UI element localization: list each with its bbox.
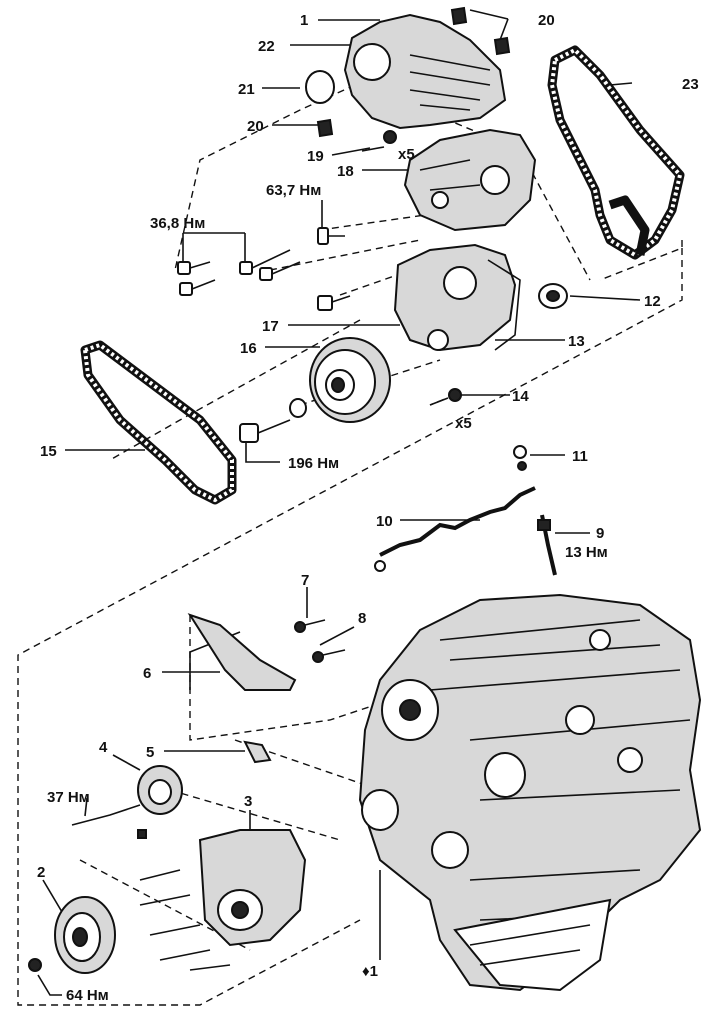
callout-20-top: 20 <box>538 12 555 29</box>
callout-17: 17 <box>262 318 279 335</box>
callout-3: 3 <box>244 793 252 810</box>
callout-14-qty: x5 <box>455 415 472 432</box>
clip-20-top <box>450 6 468 26</box>
water-pump-3 <box>139 829 307 971</box>
callout-15: 15 <box>40 443 57 460</box>
bolt-7 <box>294 621 306 633</box>
bolt-5 <box>243 740 272 764</box>
crankshaft-pulley-16 <box>239 337 462 443</box>
timing-belt-23 <box>547 45 685 260</box>
tensioner-4 <box>71 765 183 839</box>
callout-18: 18 <box>337 163 354 180</box>
v-belt-15 <box>80 340 237 505</box>
callout-19-qty: x5 <box>398 146 415 163</box>
torque-64: 64 Нм <box>66 987 109 1004</box>
callout-10: 10 <box>376 513 393 530</box>
callout-5: 5 <box>146 744 154 761</box>
callout-1: 1 <box>300 12 308 29</box>
callout-21: 21 <box>238 81 255 98</box>
gasket-21 <box>305 70 335 104</box>
nut-11 <box>513 445 527 459</box>
clip-20-left <box>316 118 334 138</box>
washer <box>289 398 307 418</box>
leader-lines <box>17 9 683 1006</box>
callout-9: 9 <box>596 525 604 542</box>
bolt-8 <box>312 651 324 663</box>
callout-19: 19 <box>307 148 324 165</box>
engine-mount-bracket-18 <box>403 128 537 232</box>
callout-6: 6 <box>143 665 151 682</box>
torque-63-7: 63,7 Нм <box>266 182 321 199</box>
callout-23: 23 <box>682 76 699 93</box>
callout-14: 14 <box>512 388 529 405</box>
callout-8: 8 <box>358 610 366 627</box>
callout-11: 11 <box>572 448 588 465</box>
pulley-bolt <box>239 423 259 443</box>
oil-pipe-10 <box>374 445 557 576</box>
callout-12: 12 <box>644 293 661 310</box>
callout-2: 2 <box>37 864 45 881</box>
torque-196: 196 Нм <box>288 455 339 472</box>
torque-13: 13 Нм <box>565 544 608 561</box>
callout-4: 4 <box>99 739 108 756</box>
mounting-bolts <box>177 227 351 311</box>
bracket-6 <box>187 613 346 764</box>
callout-labels: 1 20 22 23 21 20 19 x5 18 63,7 Нм 36,8 Н… <box>37 12 699 1004</box>
engine-block <box>358 593 702 992</box>
torque-37: 37 Нм <box>47 789 90 806</box>
callout-22: 22 <box>258 38 275 55</box>
callout-20-left: 20 <box>247 118 264 135</box>
torque-36-8: 36,8 Нм <box>150 215 205 232</box>
camshaft-gear-2 <box>28 896 116 974</box>
callout-7: 7 <box>301 572 309 589</box>
upper-timing-cover-22 <box>305 6 511 152</box>
lower-timing-cover-17 <box>393 243 568 352</box>
callout-1-bottom: ♦1 <box>362 963 378 980</box>
clip-20-right <box>493 36 511 56</box>
callout-16: 16 <box>240 340 257 357</box>
washer-19 <box>383 130 397 144</box>
callout-13: 13 <box>568 333 585 350</box>
